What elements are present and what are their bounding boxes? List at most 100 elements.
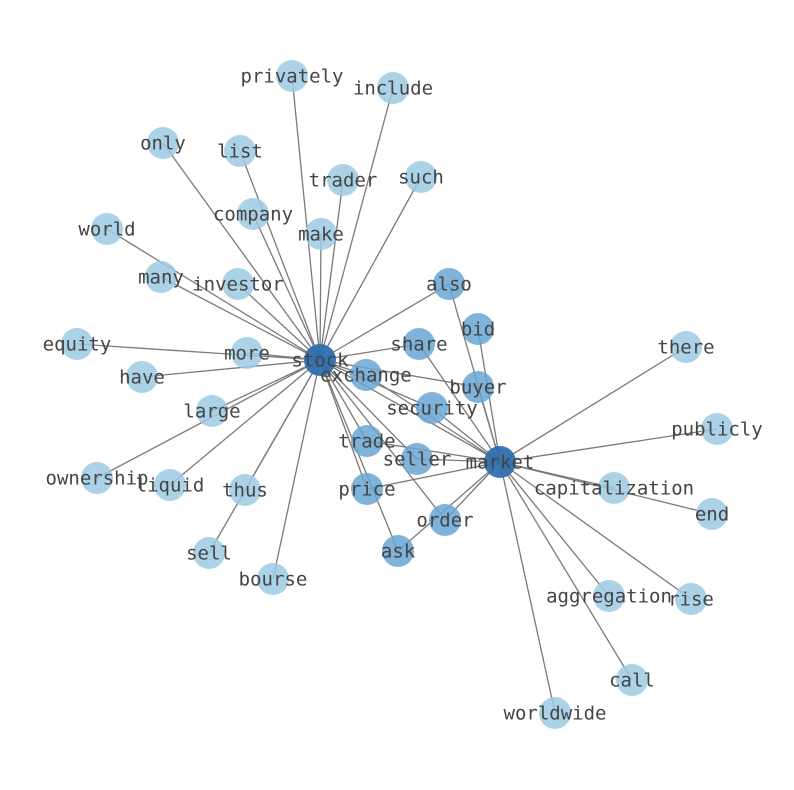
node-label-rise: rise: [668, 589, 714, 611]
node-worldwide: [539, 697, 571, 729]
edge-market-share: [418, 343, 501, 463]
edge-market-rise: [499, 461, 692, 600]
node-label-make: make: [298, 224, 344, 246]
node-label-buyer: buyer: [449, 377, 506, 399]
node-label-order: order: [416, 510, 473, 532]
node-ownership: [81, 462, 113, 494]
node-list: [224, 135, 256, 167]
node-label-sell: sell: [186, 543, 232, 565]
node-label-capitalization: capitalization: [534, 478, 694, 500]
node-ask: [382, 535, 414, 567]
node-label-trade: trade: [338, 431, 395, 453]
node-there: [670, 331, 702, 363]
edge-stock-have: [141, 359, 321, 378]
node-label-also: also: [426, 274, 472, 296]
node-label-company: company: [213, 204, 293, 226]
node-label-investor: investor: [192, 274, 284, 296]
edge-stock-buyer: [319, 359, 479, 388]
node-label-include: include: [353, 78, 433, 100]
edge-stock-include: [319, 87, 394, 361]
edge-market-publicly: [499, 428, 718, 463]
node-label-large: large: [183, 401, 240, 423]
node-more: [231, 337, 263, 369]
node-trade: [351, 425, 383, 457]
edge-stock-liquid: [169, 359, 321, 486]
node-call: [616, 664, 648, 696]
edge-market-price: [366, 461, 501, 490]
node-label-seller: seller: [383, 449, 452, 471]
edge-stock-seller: [319, 359, 418, 460]
node-label-aggregation: aggregation: [546, 586, 672, 608]
node-end: [696, 498, 728, 530]
edge-stock-price: [319, 359, 368, 490]
node-label-stock: stock: [291, 350, 349, 372]
node-label-security: security: [386, 398, 478, 420]
node-label-have: have: [119, 367, 165, 389]
node-price: [351, 473, 383, 505]
node-label-call: call: [609, 670, 655, 692]
node-label-liquid: liquid: [136, 475, 205, 497]
node-label-bid: bid: [461, 319, 495, 341]
node-label-price: price: [338, 479, 395, 501]
edge-market-worldwide: [499, 461, 556, 714]
node-share: [403, 328, 435, 360]
edge-market-call: [499, 461, 633, 681]
edge-stock-world: [106, 228, 321, 361]
node-label-such: such: [398, 167, 444, 189]
edge-stock-share: [319, 343, 420, 361]
node-thus: [229, 474, 261, 506]
node-layer: [61, 60, 733, 729]
node-seller: [401, 443, 433, 475]
node-world: [91, 213, 123, 245]
node-bid: [462, 313, 494, 345]
edge-stock-such: [319, 176, 422, 361]
node-label-world: world: [78, 219, 135, 241]
edge-stock-privately: [291, 75, 321, 361]
node-market: [484, 446, 516, 478]
node-label-more: more: [224, 343, 270, 365]
edge-stock-investor: [237, 283, 321, 361]
node-label-only: only: [140, 133, 186, 155]
node-investor: [222, 268, 254, 300]
node-security: [416, 392, 448, 424]
edge-stock-large: [211, 359, 321, 412]
node-label-thus: thus: [222, 480, 268, 502]
node-many: [145, 261, 177, 293]
node-label-trader: trader: [309, 170, 378, 192]
edge-layer: [76, 75, 718, 714]
edge-stock-also: [319, 283, 450, 361]
node-label-exchange: exchange: [320, 365, 412, 387]
node-company: [237, 198, 269, 230]
edge-market-aggregation: [499, 461, 610, 597]
node-include: [377, 72, 409, 104]
node-order: [429, 504, 461, 536]
edge-stock-make: [319, 233, 322, 361]
node-sell: [193, 537, 225, 569]
node-bourse: [257, 563, 289, 595]
node-label-bourse: bourse: [239, 569, 308, 591]
edge-stock-trader: [319, 179, 344, 361]
node-label-share: share: [390, 334, 447, 356]
edge-stock-company: [252, 213, 321, 361]
node-such: [405, 161, 437, 193]
edge-stock-list: [239, 150, 321, 361]
node-aggregation: [593, 580, 625, 612]
edge-stock-only: [162, 142, 321, 361]
node-label-ask: ask: [381, 541, 416, 563]
node-large: [196, 395, 228, 427]
edge-stock-equity: [76, 343, 321, 361]
node-label-end: end: [695, 504, 729, 526]
node-exchange: [350, 359, 382, 391]
node-label-list: list: [217, 141, 263, 163]
node-rise: [675, 583, 707, 615]
edge-stock-market: [319, 359, 501, 463]
node-stock: [304, 344, 336, 376]
edge-market-there: [499, 346, 687, 463]
node-only: [147, 127, 179, 159]
node-equity: [61, 328, 93, 360]
node-liquid: [154, 469, 186, 501]
edge-stock-many: [160, 276, 321, 361]
edge-stock-ask: [319, 359, 399, 552]
